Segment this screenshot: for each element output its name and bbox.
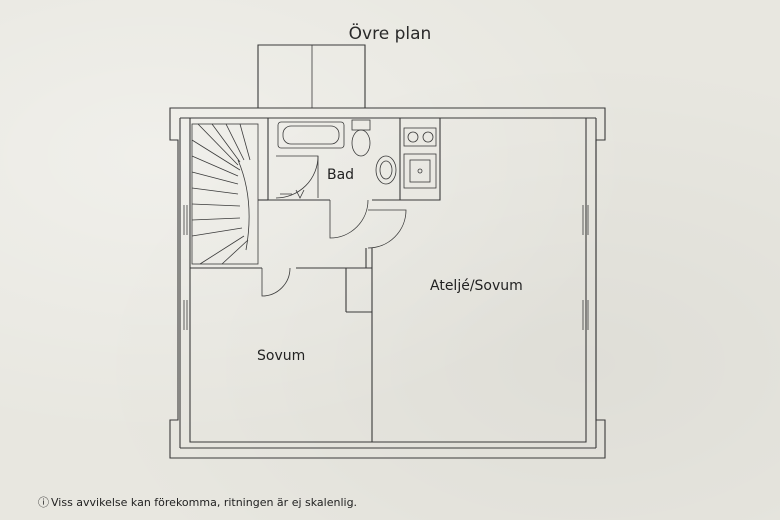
staircase <box>191 123 259 265</box>
toilet <box>351 119 371 157</box>
shower <box>275 155 319 199</box>
windows <box>183 205 589 330</box>
outer-walls <box>169 107 606 459</box>
disclaimer-text: Viss avvikelse kan förekomma, ritningen … <box>51 496 358 509</box>
interior-walls <box>190 118 441 442</box>
info-icon: ⓘ <box>38 496 49 509</box>
room-label-studio-bedroom: Ateljé/Sovum <box>430 278 523 294</box>
doors <box>261 199 407 297</box>
plan-title: Övre plan <box>348 24 432 44</box>
utility-unit <box>403 127 437 189</box>
bathtub <box>277 121 345 149</box>
room-label-bathroom: Bad <box>327 167 355 183</box>
sink <box>375 155 397 185</box>
room-label-bedroom: Sovum <box>257 348 306 364</box>
dormer <box>257 44 366 108</box>
